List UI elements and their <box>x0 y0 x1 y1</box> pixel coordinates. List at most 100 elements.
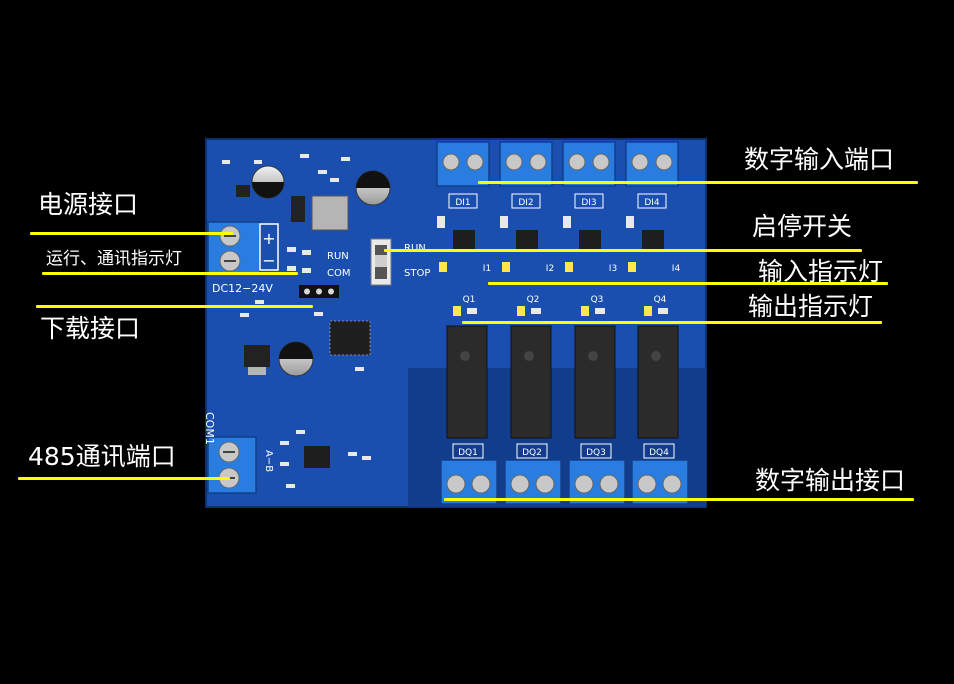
dq-terminal-screw <box>662 474 682 494</box>
output-q-label: Q2 <box>527 295 540 305</box>
optocoupler <box>642 230 664 250</box>
output-q-label: Q3 <box>591 295 604 305</box>
output-led-callout: 输出指示灯 <box>748 292 874 321</box>
input-led-callout: 输入指示灯 <box>758 257 884 286</box>
capacitor-c1 <box>251 165 285 199</box>
di-terminal-screw <box>568 153 586 171</box>
dq-terminal-screw <box>471 474 491 494</box>
mcu-chip <box>329 320 371 356</box>
output-led <box>644 306 652 316</box>
dq-label-box <box>580 443 612 459</box>
di-terminal-screw <box>442 153 460 171</box>
rs485-terminal-block <box>207 436 257 494</box>
di-terminal-screw <box>529 153 547 171</box>
dq-label: DQ4 <box>649 448 669 458</box>
digital-output-leader-line <box>444 498 914 501</box>
power-terminal-block <box>207 221 279 275</box>
di-terminal-screw <box>655 153 673 171</box>
relay <box>510 325 552 439</box>
input-led <box>565 262 573 272</box>
power-rating-label: DC12−24V <box>212 282 273 295</box>
download-leader-line <box>36 305 313 308</box>
di-label: DI4 <box>644 198 660 208</box>
di-terminal-screw <box>505 153 523 171</box>
di-label-box <box>637 193 667 209</box>
smd-components <box>222 154 371 488</box>
dq-label: DQ3 <box>586 448 606 458</box>
dq-terminal-screw <box>446 474 466 494</box>
output-resistor <box>531 308 541 314</box>
input-led <box>628 262 636 272</box>
di-label-box <box>448 193 478 209</box>
power-leader-line <box>30 232 233 235</box>
start-stop-callout: 启停开关 <box>752 212 853 241</box>
rs485-leader-line <box>18 477 230 480</box>
output-led <box>453 306 461 316</box>
digital-input-leader-line <box>478 181 918 184</box>
relay-mark <box>460 351 470 361</box>
output-led <box>517 306 525 316</box>
di-label: DI2 <box>518 198 533 208</box>
dq-terminal-screw <box>637 474 657 494</box>
com1-label: COM1 <box>203 412 216 445</box>
output-resistor <box>595 308 605 314</box>
di-terminal-screw <box>631 153 649 171</box>
relay-mark <box>524 351 534 361</box>
input-resistor <box>437 216 445 228</box>
capacitor-c2 <box>355 170 391 206</box>
ldo-regulator <box>244 345 270 367</box>
output-resistor <box>467 308 477 314</box>
optocoupler <box>579 230 601 250</box>
start-stop-switch <box>370 238 392 286</box>
dq-label-box <box>516 443 548 459</box>
di-label: DI1 <box>455 198 470 208</box>
start-stop-leader-line <box>384 249 862 252</box>
input-led <box>439 262 447 272</box>
run-comm-led-leader-line <box>42 272 298 275</box>
output-led-leader-line <box>462 321 882 324</box>
input-resistor <box>500 216 508 228</box>
input-led-label: I1 <box>483 264 491 274</box>
input-led-label: I4 <box>672 264 681 274</box>
run-led-label: RUN <box>327 251 349 262</box>
input-led-label: I2 <box>546 264 554 274</box>
di-label-box <box>511 193 541 209</box>
dq-terminal-screw <box>574 474 594 494</box>
dq-label-box <box>643 443 675 459</box>
relay-mark <box>588 351 598 361</box>
com-led-label: COM <box>327 268 350 279</box>
optocoupler <box>453 230 475 250</box>
run-switch-label: RUN <box>404 243 426 254</box>
power-minus-label: − <box>262 251 275 270</box>
digital-input-callout: 数字输入端口 <box>744 145 895 174</box>
relay <box>446 325 488 439</box>
output-q-label: Q1 <box>463 295 476 305</box>
dq-label: DQ2 <box>522 448 542 458</box>
di-terminal-screw <box>592 153 610 171</box>
dq-label-box <box>452 443 484 459</box>
input-led-label: I3 <box>609 264 617 274</box>
rs485-transceiver <box>304 446 330 468</box>
power-interface-callout: 电源接口 <box>38 190 139 219</box>
dq-terminal-screw <box>535 474 555 494</box>
di-label: DI3 <box>581 198 596 208</box>
output-led <box>581 306 589 316</box>
regulator-ic <box>291 196 305 222</box>
dq-terminal-screw <box>599 474 619 494</box>
relay <box>637 325 679 439</box>
stop-switch-label: STOP <box>404 268 430 279</box>
input-resistor <box>626 216 634 228</box>
power-plus-label: + <box>262 229 275 248</box>
input-resistor <box>563 216 571 228</box>
download-header <box>299 285 339 298</box>
capacitor-c3 <box>278 341 314 377</box>
run-comm-led-callout: 运行、通讯指示灯 <box>46 249 182 269</box>
rs485-port-callout: 485通讯端口 <box>28 442 176 471</box>
digital-output-callout: 数字输出接口 <box>755 466 906 495</box>
output-q-label: Q4 <box>654 295 667 305</box>
dq-terminal-screw <box>510 474 530 494</box>
transistor-top <box>236 185 250 197</box>
